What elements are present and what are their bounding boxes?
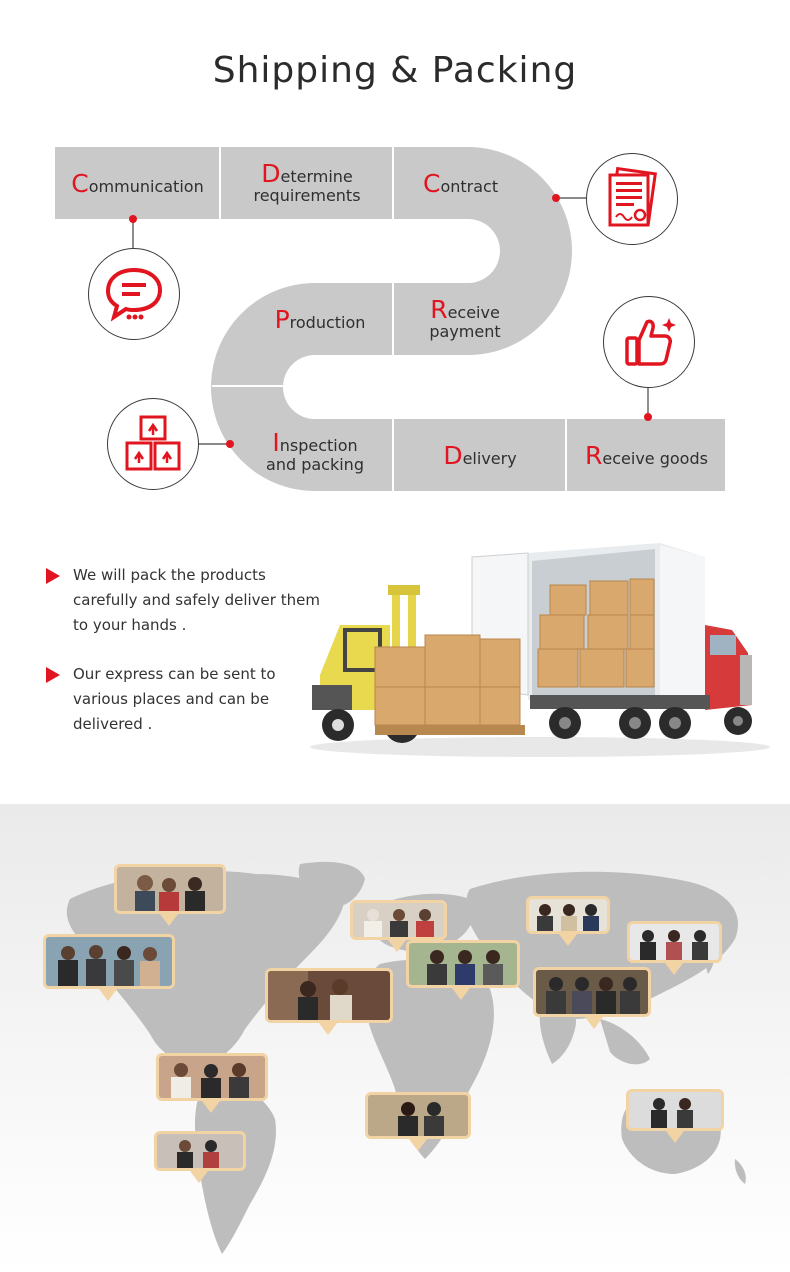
customer-photo [350, 900, 447, 940]
bullet-text: We will pack the products carefully and … [73, 566, 320, 634]
step-determine-text-2: requirements [253, 186, 361, 205]
bullet-item: Our express can be sent to various place… [44, 662, 334, 737]
step-contract-cap: C [423, 168, 441, 198]
step-contract-text: ontract [440, 176, 499, 196]
step-production-text: roduction [289, 312, 366, 332]
customer-photo [526, 896, 610, 934]
customer-photo [365, 1092, 471, 1139]
step-production-cap: P [274, 304, 290, 334]
customer-photo [265, 968, 393, 1023]
customer-world-map [0, 804, 790, 1272]
step-receive-goods-cap: R [585, 440, 603, 470]
customer-photo [114, 864, 226, 914]
customer-photo [627, 921, 722, 963]
customer-photo [43, 934, 175, 989]
step-communication: Communication [57, 162, 218, 204]
bullet-triangle-icon [46, 568, 60, 584]
step-receive-payment: Receive payment [395, 292, 535, 346]
step-production: Production [250, 298, 390, 340]
customer-photo [154, 1131, 246, 1171]
bullet-item: We will pack the products carefully and … [44, 563, 334, 638]
step-contract: Contract [395, 162, 525, 204]
step-inspection-text-2: and packing [266, 455, 364, 474]
bullet-triangle-icon [46, 667, 60, 683]
customer-photo [406, 940, 520, 988]
step-receive-goods: Receive goods [568, 434, 725, 476]
step-communication-cap: C [71, 168, 89, 198]
step-communication-text: ommunication [88, 176, 204, 196]
chat-bubble-icon [88, 248, 180, 340]
customer-photo [156, 1053, 268, 1101]
step-receive-goods-text: eceive goods [602, 448, 708, 468]
bullet-text: Our express can be sent to various place… [73, 665, 276, 733]
delivery-bullets: We will pack the products carefully and … [44, 563, 334, 761]
thumbs-up-icon [603, 296, 695, 388]
step-inspection-text: nspection [279, 436, 358, 455]
step-receive-payment-text-2: payment [429, 322, 501, 341]
forklift-truck-image [310, 543, 770, 757]
step-inspection-packing: Inspection and packing [240, 425, 390, 479]
step-receive-payment-text: eceive [447, 303, 500, 322]
step-determine-text: etermine [280, 167, 353, 186]
step-inspection-cap: I [272, 428, 280, 457]
step-delivery-cap: D [443, 440, 463, 470]
customer-photo [626, 1089, 724, 1131]
page-title: Shipping & Packing [212, 50, 578, 91]
step-delivery-text: elivery [462, 448, 517, 468]
customer-photo [533, 967, 651, 1017]
step-determine-requirements: Determine requirements [222, 158, 392, 208]
step-receive-payment-cap: R [430, 295, 448, 324]
step-delivery: Delivery [395, 434, 565, 476]
process-flow: Communication Determine requirements Con… [0, 140, 790, 500]
boxes-icon [107, 398, 199, 490]
process-road [55, 147, 725, 491]
step-determine-cap: D [261, 159, 281, 188]
contract-document-icon [586, 153, 678, 245]
